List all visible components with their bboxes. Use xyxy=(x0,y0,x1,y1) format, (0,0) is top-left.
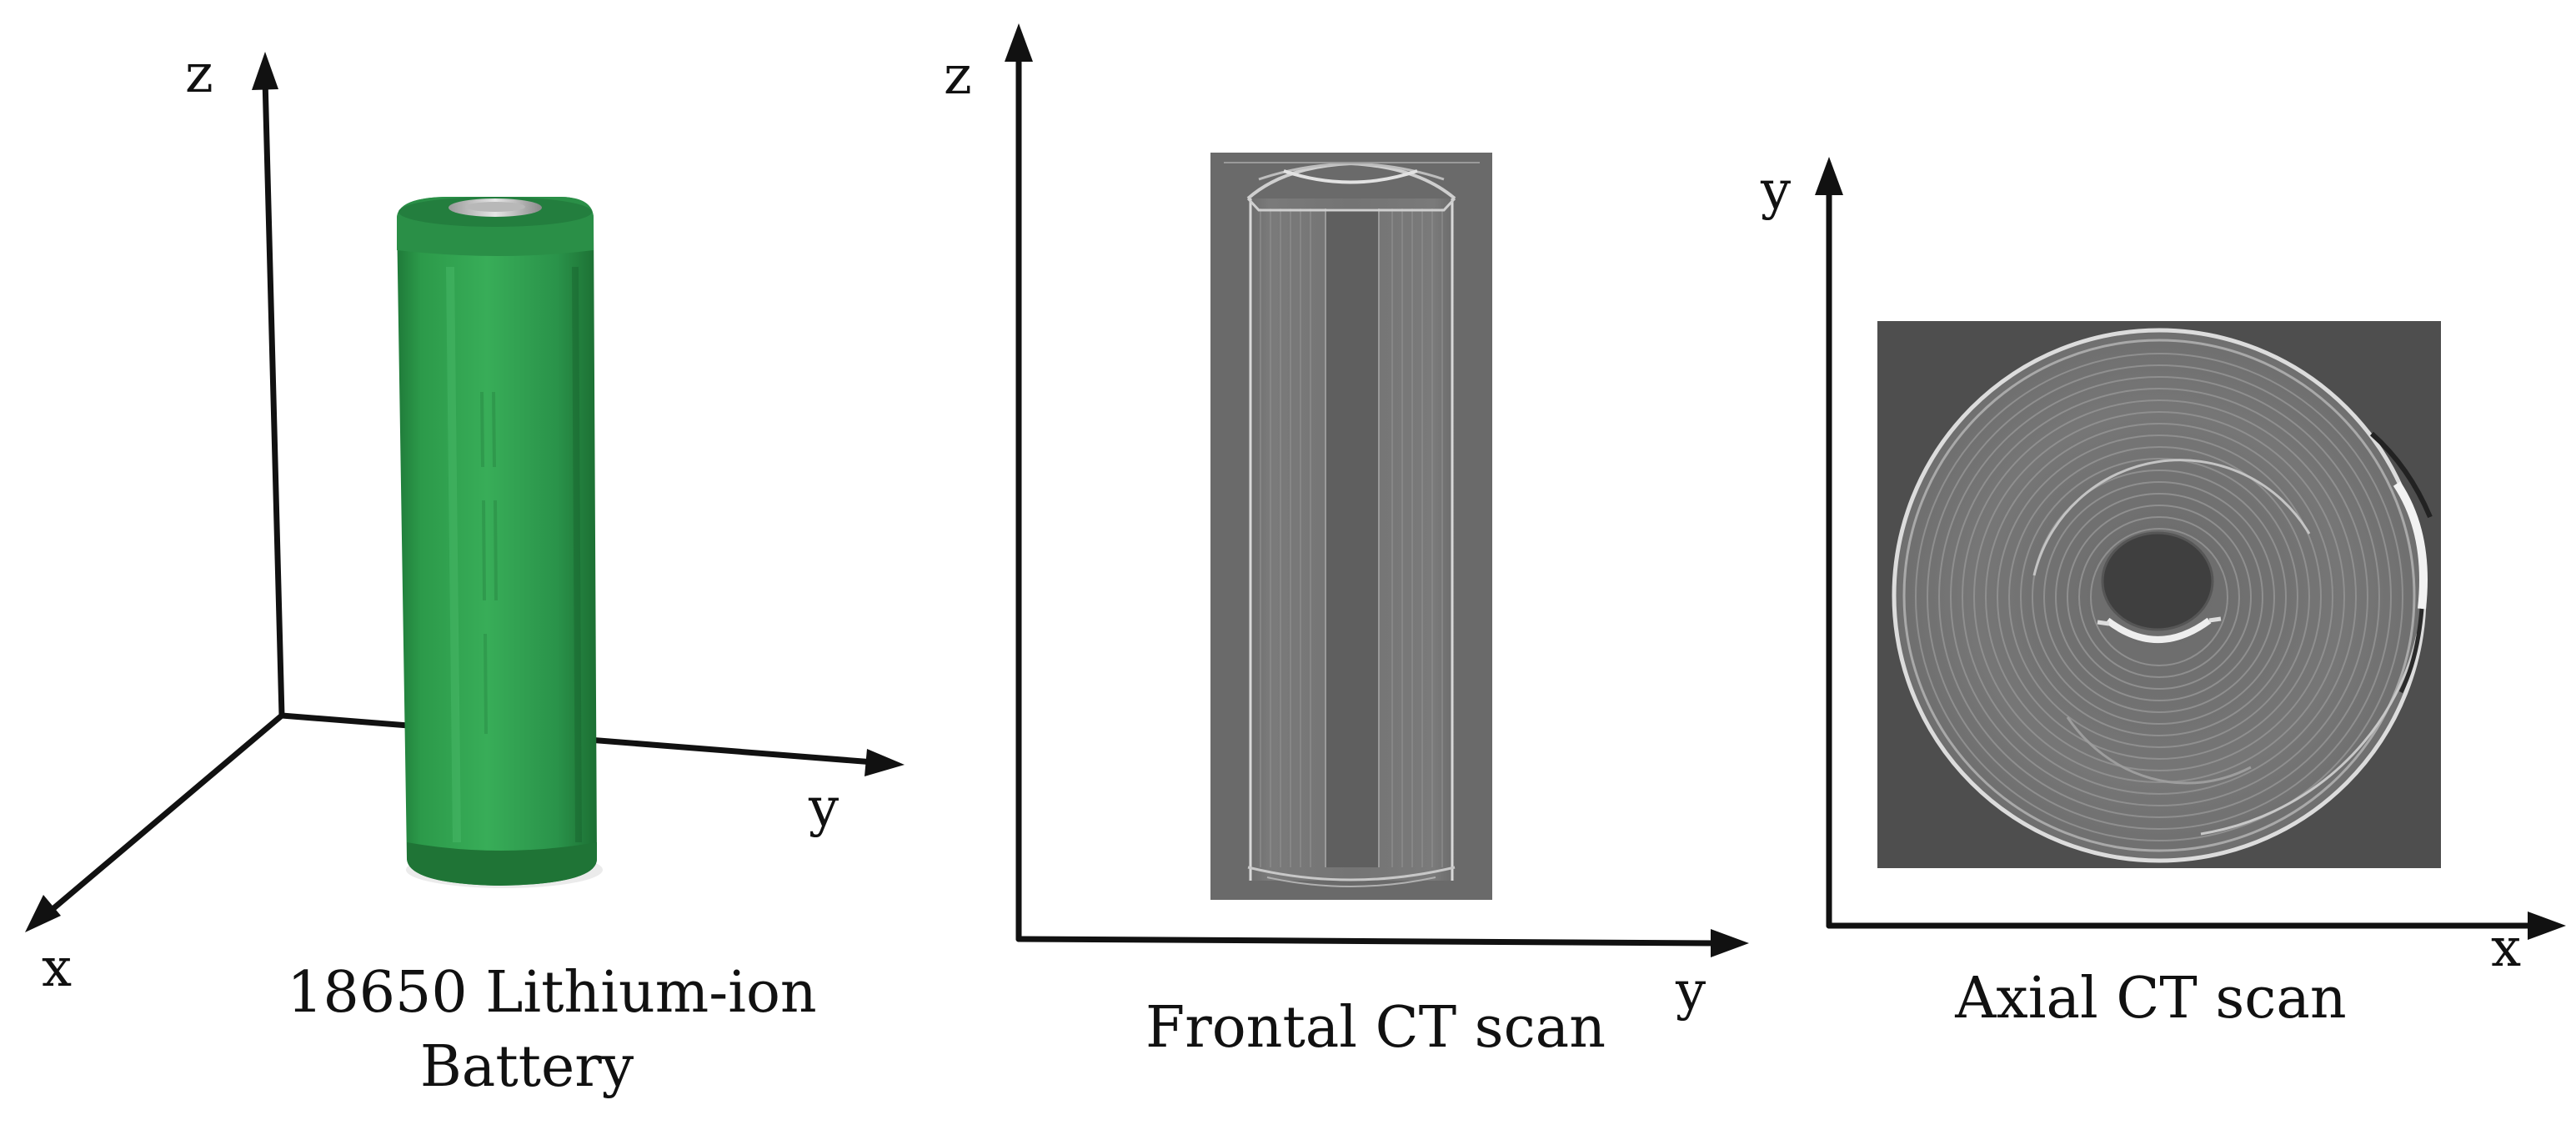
axial-ct-image xyxy=(1877,321,2441,868)
battery-y-arrowhead xyxy=(865,749,905,776)
battery-y-axis-label: y xyxy=(808,777,839,839)
axial-panel: y x Axial CT scan xyxy=(1760,157,2566,1032)
battery-x-axis-label: x xyxy=(42,937,72,999)
frontal-horizontal-arrowhead xyxy=(1711,929,1749,957)
axial-vertical-axis-label: y xyxy=(1760,160,1791,222)
frontal-horizontal-axis-label: y xyxy=(1675,961,1706,1022)
frontal-vertical-arrowhead xyxy=(1005,23,1033,62)
frontal-axes xyxy=(1005,23,1749,957)
battery-z-axis-label: z xyxy=(185,43,213,105)
axial-axes xyxy=(1815,157,2566,940)
frontal-vertical-axis-label: z xyxy=(944,45,972,107)
battery-z-arrowhead xyxy=(252,52,278,90)
battery-photo xyxy=(397,197,603,888)
battery-caption-line2: Battery xyxy=(420,1034,634,1100)
axial-horizontal-arrowhead xyxy=(2528,912,2566,940)
battery-x-arrowhead xyxy=(25,895,61,932)
axial-vertical-arrowhead xyxy=(1815,157,1843,195)
frontal-panel: z y Frontal CT scan xyxy=(944,23,1749,1061)
axial-caption: Axial CT scan xyxy=(1954,966,2346,1032)
battery-x-axis xyxy=(43,712,285,918)
battery-caption-line1: 18650 Lithium-ion xyxy=(287,960,816,1026)
axial-horizontal-axis-label: x xyxy=(2491,917,2521,979)
frontal-horizontal-axis xyxy=(1015,936,1719,947)
frontal-ct-image xyxy=(1210,153,1492,900)
battery-panel: z y x 18650 Lithium-ion Battery xyxy=(25,43,905,1100)
frontal-caption: Frontal CT scan xyxy=(1145,995,1606,1061)
battery-z-axis xyxy=(262,76,285,719)
